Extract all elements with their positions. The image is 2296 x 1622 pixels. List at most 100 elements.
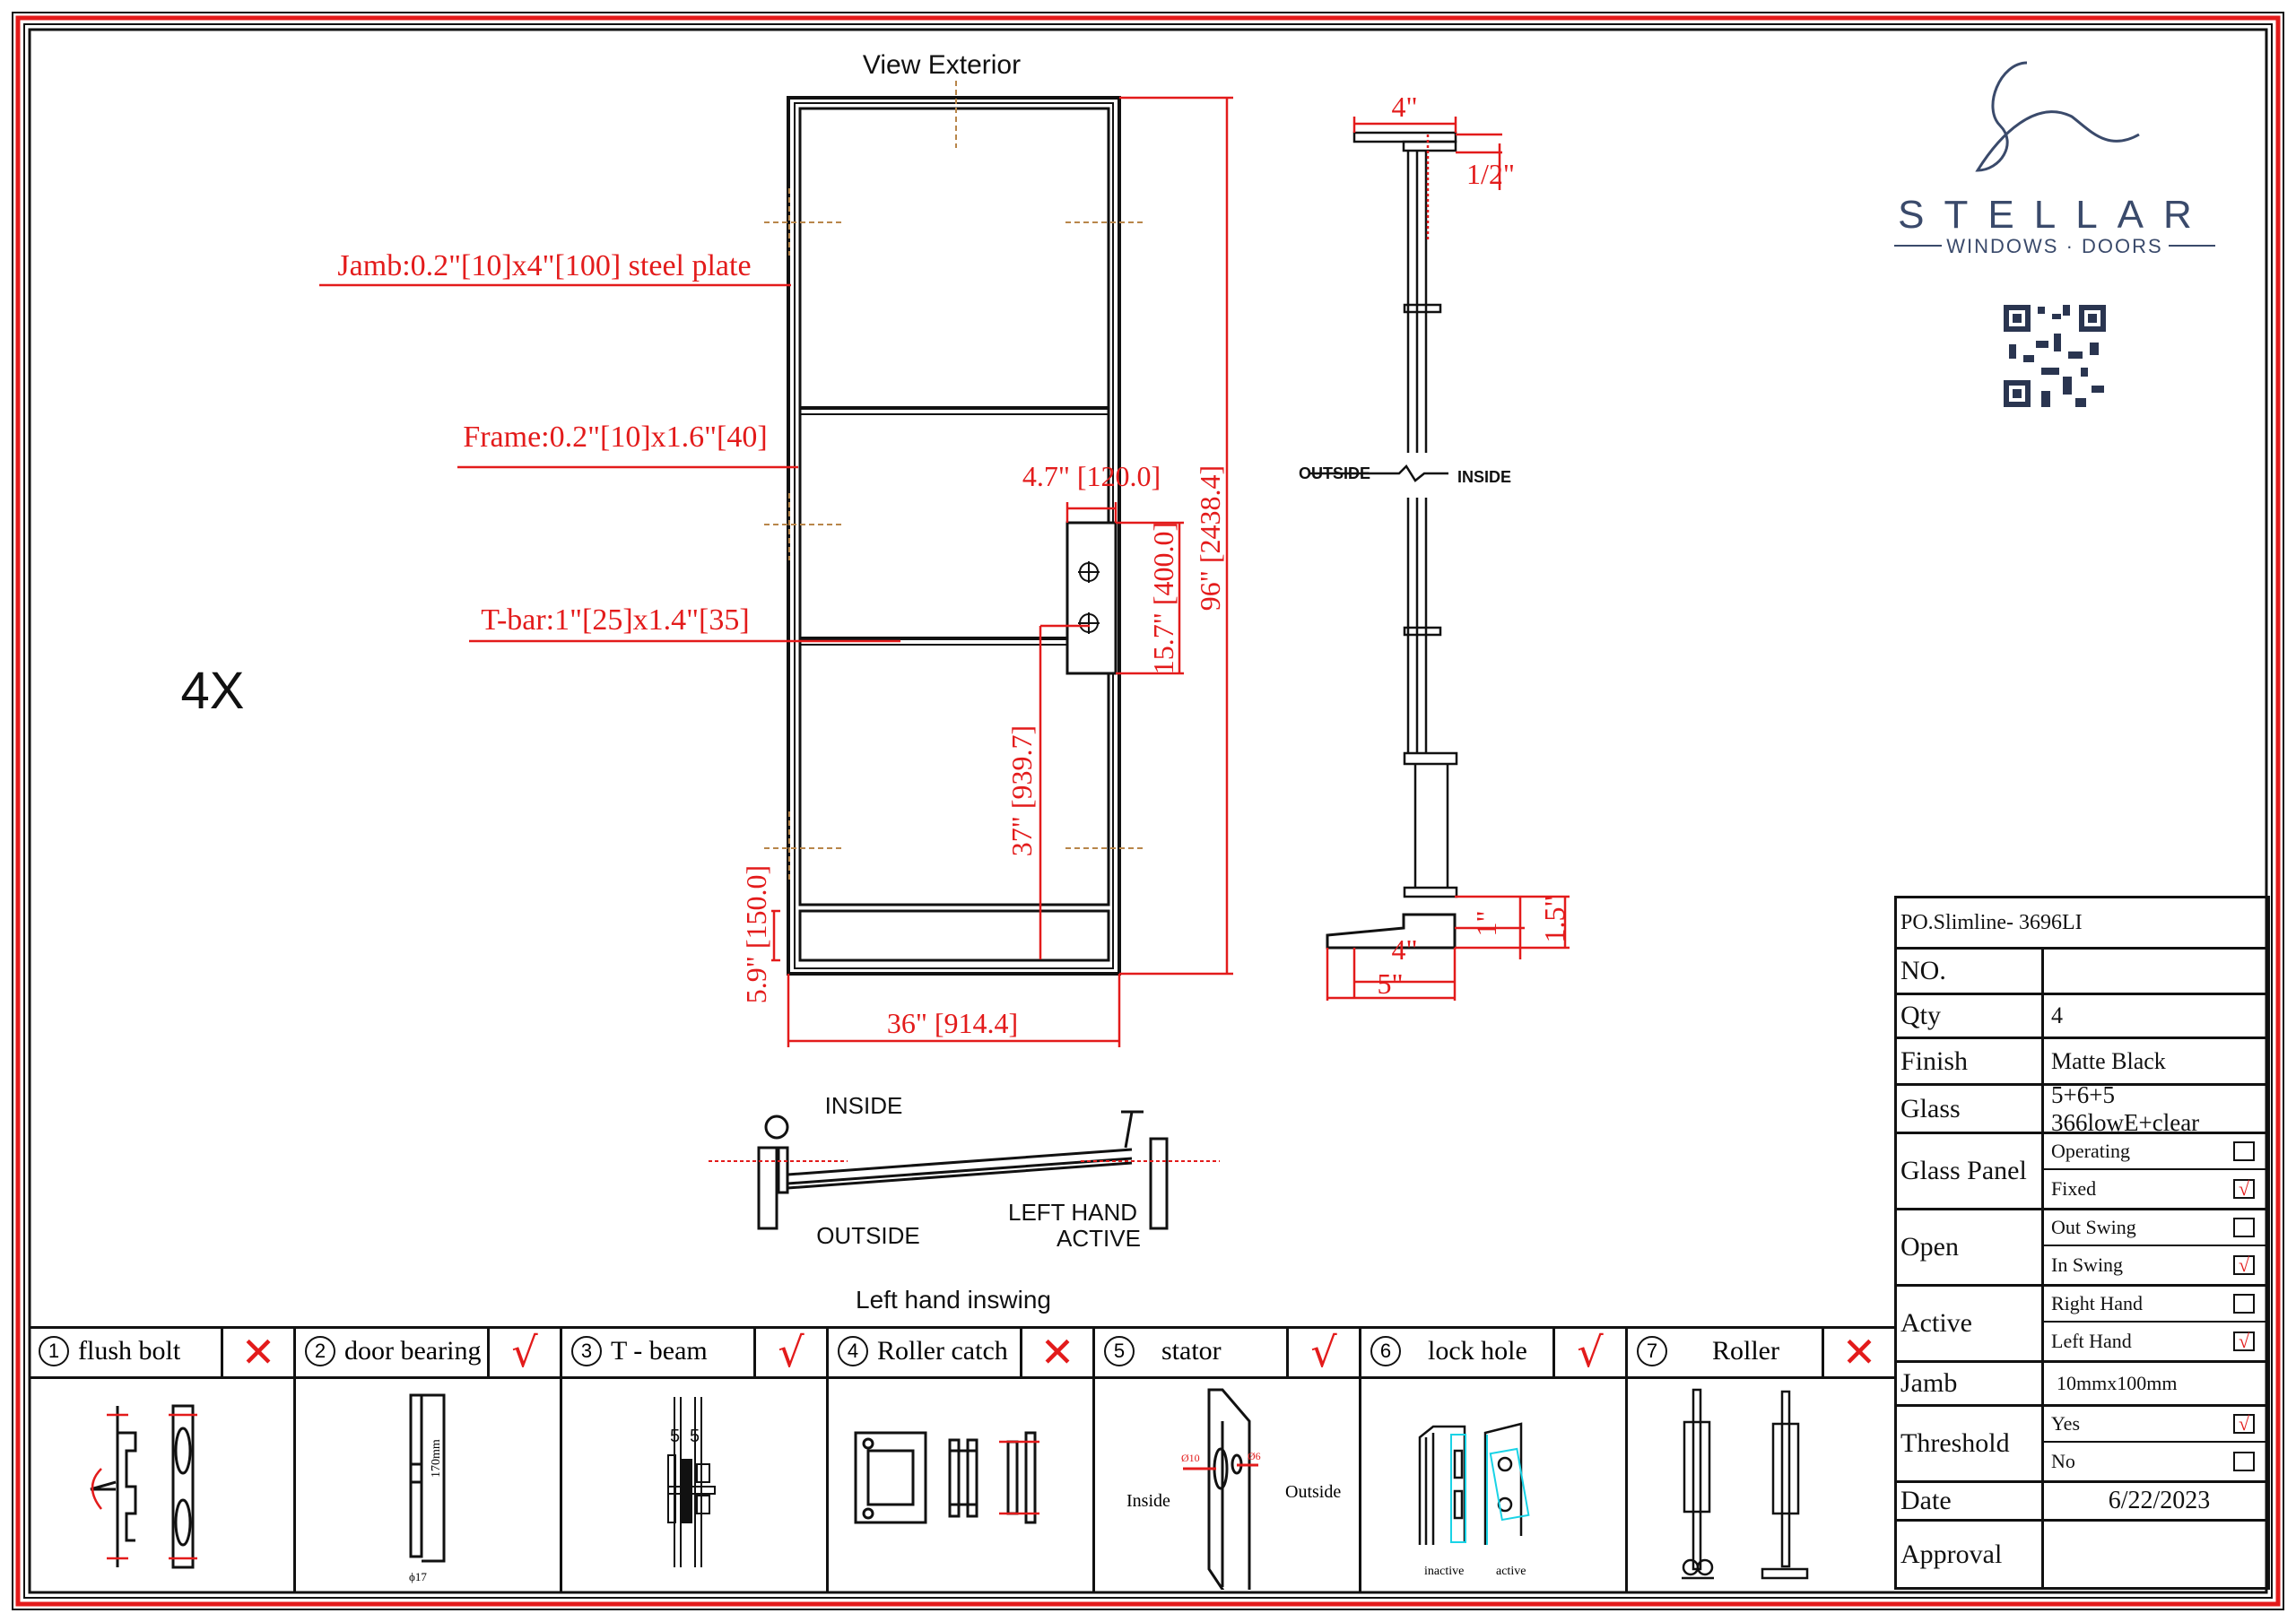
tbar-label: T-bar:1"[25]x1.4"[35]	[481, 603, 749, 637]
lock-offset-dim: 4.7" [120.0]	[1022, 460, 1161, 492]
height-dim: 96" [2438.4]	[1194, 465, 1226, 611]
option-no: No	[2051, 1450, 2075, 1472]
excluded-mark: ✕	[1020, 1329, 1092, 1376]
stator-outside-label: Outside	[1285, 1482, 1341, 1502]
sheet-border	[12, 12, 2284, 1610]
finish-value: Matte Black	[2041, 1039, 2267, 1083]
brand-name: STELLAR	[1898, 193, 2212, 237]
lock-hole-icon: inactive active	[1418, 1422, 1530, 1578]
swing-active-line1: LEFT HAND	[1008, 1199, 1137, 1226]
excluded-mark: ✕	[221, 1329, 293, 1376]
part-name: flush bolt	[78, 1336, 181, 1366]
included-mark: √	[753, 1329, 826, 1376]
finish-label: Finish	[1900, 1045, 1969, 1076]
option-fixed: Fixed	[2051, 1177, 2097, 1200]
qr-code	[2004, 305, 2106, 407]
date-value: 6/22/2023	[2041, 1483, 2267, 1519]
spec-row-approval: Approval	[1897, 1522, 2267, 1587]
included-mark: √	[487, 1329, 560, 1376]
open-label: Open	[1900, 1232, 1959, 1262]
part-number: 7	[1637, 1336, 1667, 1366]
part-name: lock hole	[1428, 1336, 1527, 1366]
section-view	[1309, 131, 1458, 950]
t-beam-dim-a: 5	[670, 1427, 680, 1446]
no-label: NO.	[1900, 956, 1946, 985]
swing-active-line2: ACTIVE	[1057, 1225, 1141, 1252]
part-number: 1	[39, 1336, 69, 1366]
approval-value[interactable]	[2041, 1522, 2267, 1587]
quantity-mark: 4X	[181, 662, 245, 720]
option-in-swing: In Swing	[2051, 1253, 2124, 1276]
lock-inactive-label: inactive	[1424, 1565, 1464, 1578]
stator-dia-10: Ø10	[1181, 1452, 1200, 1464]
stator-inside-label: Inside	[1126, 1491, 1170, 1511]
jamb-spec-value: 10mmx100mm	[2041, 1363, 2267, 1404]
spec-row-jamb: Jamb 10mmx100mm	[1897, 1363, 2267, 1407]
section-dimensions	[1326, 117, 1570, 1001]
part-name: Roller	[1712, 1336, 1779, 1366]
jamb-label: Jamb:0.2"[10]x4"[100] steel plate	[337, 249, 751, 282]
roller-icon	[1682, 1388, 1809, 1580]
glass-value: 5+6+5 366lowE+clear	[2041, 1081, 2267, 1136]
approval-label: Approval	[1900, 1539, 2003, 1569]
part-roller: 7 Roller ✕	[1628, 1329, 1894, 1592]
qty-label: Qty	[1900, 1001, 1941, 1030]
threshold-label: Threshold	[1900, 1428, 2010, 1458]
option-left-hand: Left Hand	[2051, 1330, 2132, 1352]
section-outside-label: OUTSIDE	[1299, 464, 1370, 482]
section-5in: 5"	[1377, 967, 1403, 1000]
spec-row-open: Open Out Swing In Swing √	[1897, 1210, 2267, 1287]
option-out-swing: Out Swing	[2051, 1216, 2136, 1238]
section-1-5in: 1.5"	[1538, 895, 1570, 942]
spec-table: PO.Slimline- 3696LI NO. Qty 4 Finish Matte…	[1894, 896, 2270, 1590]
excluded-mark: ✕	[1822, 1329, 1894, 1376]
lock-active-label: active	[1496, 1565, 1526, 1578]
handle-height-dim: 37" [939.7]	[1005, 725, 1038, 856]
checkbox-no[interactable]	[2233, 1452, 2255, 1471]
bottom-rail-dim: 5.9" [150.0]	[740, 865, 772, 1003]
spec-row-po: PO.Slimline- 3696LI	[1897, 898, 2267, 950]
included-mark: √	[1286, 1329, 1359, 1376]
spec-row-finish: Finish Matte Black	[1897, 1039, 2267, 1086]
frame-label: Frame:0.2"[10]x1.6"[40]	[463, 421, 767, 454]
checkbox-left-hand[interactable]: √	[2233, 1331, 2255, 1351]
checkbox-right-hand[interactable]	[2233, 1294, 2255, 1314]
checkbox-operating[interactable]	[2233, 1141, 2255, 1161]
checkbox-yes[interactable]: √	[2233, 1414, 2255, 1434]
section-1in: 1"	[1470, 910, 1502, 936]
section-inside-label: INSIDE	[1457, 468, 1511, 486]
part-number: 6	[1370, 1336, 1401, 1366]
no-value	[2041, 950, 2267, 993]
checkbox-in-swing[interactable]: √	[2233, 1255, 2255, 1275]
roller-catch-icon	[854, 1431, 1039, 1524]
option-operating: Operating	[2051, 1140, 2130, 1162]
spec-row-active: Active Right Hand Left Hand √	[1897, 1287, 2267, 1363]
spec-row-qty: Qty 4	[1897, 995, 2267, 1039]
door-elevation	[764, 81, 1144, 976]
section-top-small: 1/2"	[1466, 158, 1515, 190]
option-yes: Yes	[2051, 1412, 2081, 1435]
dimension-lines	[319, 96, 1233, 1047]
stellar-logo: STELLAR WINDOWS · DOORS	[1894, 61, 2215, 257]
swing-inside-label: INSIDE	[825, 1092, 903, 1119]
active-label: Active	[1900, 1308, 1972, 1338]
spec-row-threshold: Threshold Yes √ No	[1897, 1407, 2267, 1483]
glass-panel-label: Glass Panel	[1900, 1156, 2027, 1185]
checkbox-fixed[interactable]: √	[2233, 1179, 2255, 1199]
part-number: 2	[305, 1336, 335, 1366]
jamb-spec-label: Jamb	[1900, 1368, 1958, 1398]
part-name: T - beam	[611, 1336, 708, 1366]
width-dim: 36" [914.4]	[887, 1007, 1018, 1039]
qty-value: 4	[2041, 995, 2267, 1037]
spec-row-no: NO.	[1897, 950, 2267, 995]
option-right-hand: Right Hand	[2051, 1292, 2144, 1314]
part-number: 3	[571, 1336, 602, 1366]
checkbox-out-swing[interactable]	[2233, 1218, 2255, 1237]
